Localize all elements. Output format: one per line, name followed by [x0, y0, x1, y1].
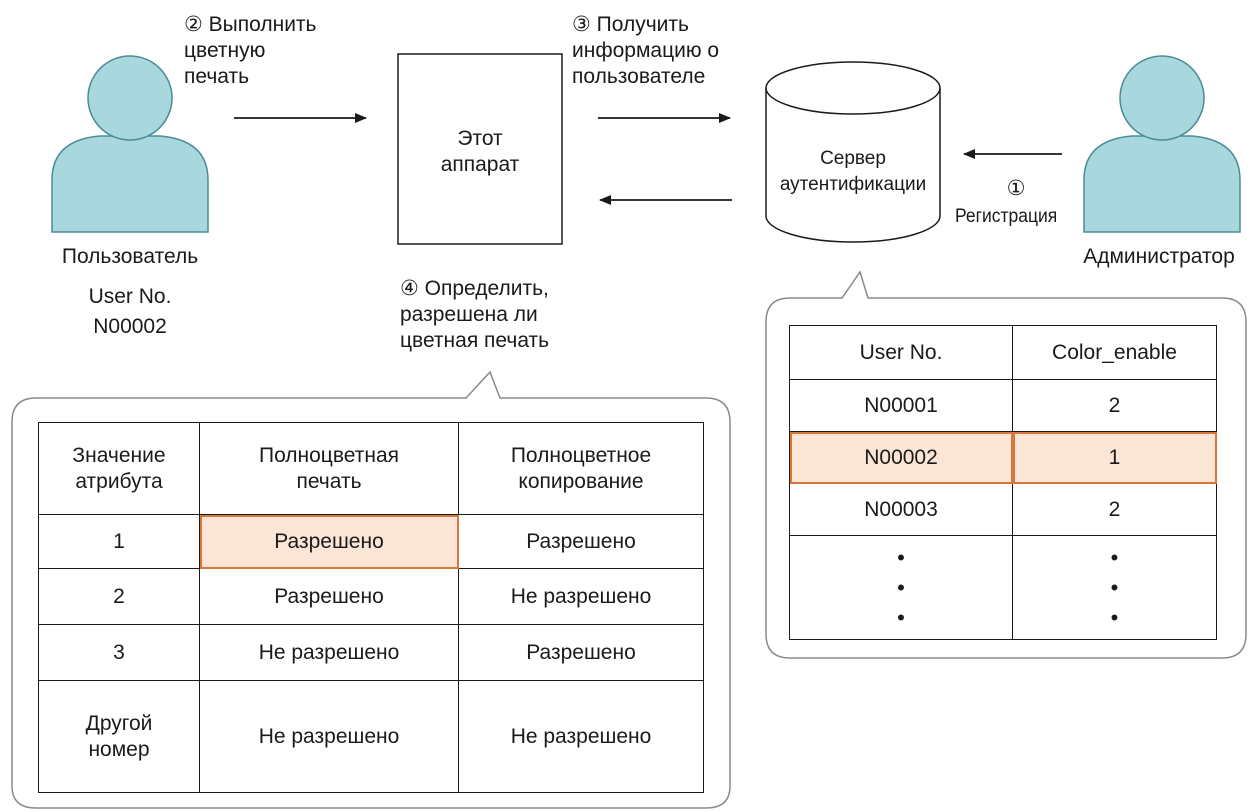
table-cell: N00003	[789, 483, 1013, 536]
table-row: 3 Не разрешено Разрешено	[38, 624, 704, 681]
table-cell: Разрешено	[458, 514, 704, 569]
device-label: Этот аппарат	[440, 127, 520, 176]
table-row: 1 Разрешено Разрешено	[38, 514, 704, 569]
table-cell: 1	[1012, 431, 1217, 484]
step4-label: ④ Определить, разрешена ли цветная печат…	[400, 277, 550, 352]
step3-label: ③ Получить информацию о пользователе	[572, 13, 720, 88]
table-row-highlighted: N00002 1	[789, 431, 1217, 484]
user-table-header-row: User No. Color_enable	[789, 325, 1217, 380]
step1-number: ①	[1006, 177, 1026, 200]
server-cylinder	[765, 61, 941, 243]
vertical-ellipsis: • • •	[1110, 544, 1119, 630]
table-cell: 3	[38, 624, 200, 681]
server-label: Сервер аутентификации	[779, 148, 927, 195]
device-box	[397, 53, 563, 245]
table-cell: Не разрешено	[458, 680, 704, 793]
attribute-table: Значение атрибута Полноцветная печать По…	[38, 422, 704, 793]
table-cell: 1	[38, 514, 200, 569]
admin-role-label: Администратор	[1083, 245, 1235, 268]
attr-table-header-row: Значение атрибута Полноцветная печать По…	[38, 422, 704, 515]
user-table-header-cell: User No.	[789, 325, 1013, 380]
attr-table-header-cell: Значение атрибута	[38, 422, 200, 515]
ellipsis-cell: • • •	[789, 535, 1013, 640]
table-row: N00001 2	[789, 379, 1217, 432]
table-cell: N00001	[789, 379, 1013, 432]
user-id-value: N00002	[93, 315, 167, 338]
table-cell: Не разрешено	[458, 568, 704, 625]
table-row-ellipsis: • • • • • •	[789, 535, 1217, 640]
table-cell: Разрешено	[199, 568, 459, 625]
attr-table-header-cell: Полноцветная печать	[199, 422, 459, 515]
user-table: User No. Color_enable N00001 2 N00002 1 …	[789, 325, 1217, 640]
table-cell: N00002	[789, 431, 1013, 484]
table-row: N00003 2	[789, 483, 1217, 536]
ellipsis-cell: • • •	[1012, 535, 1217, 640]
table-cell: 2	[1012, 483, 1217, 536]
step1-label: Регистрация	[955, 206, 1058, 227]
user-role-label: Пользователь	[61, 245, 199, 268]
step2-label: ② Выполнить цветную печать	[184, 13, 317, 88]
table-cell: 2	[38, 568, 200, 625]
user-id-label: User No.	[88, 285, 172, 308]
vertical-ellipsis: • • •	[897, 544, 905, 630]
table-row: Другой номер Не разрешено Не разрешено	[38, 680, 704, 793]
table-cell: Разрешено	[458, 624, 704, 681]
table-cell: Не разрешено	[199, 624, 459, 681]
table-cell-highlighted: Разрешено	[199, 514, 459, 569]
table-cell: Не разрешено	[199, 680, 459, 793]
user-table-header-cell: Color_enable	[1012, 325, 1217, 380]
attr-table-header-cell: Полноцветное копирование	[458, 422, 704, 515]
table-cell: Другой номер	[38, 680, 200, 793]
user-person-icon	[51, 55, 209, 233]
table-row: 2 Разрешено Не разрешено	[38, 568, 704, 625]
admin-person-icon	[1083, 55, 1241, 233]
table-cell: 2	[1012, 379, 1217, 432]
